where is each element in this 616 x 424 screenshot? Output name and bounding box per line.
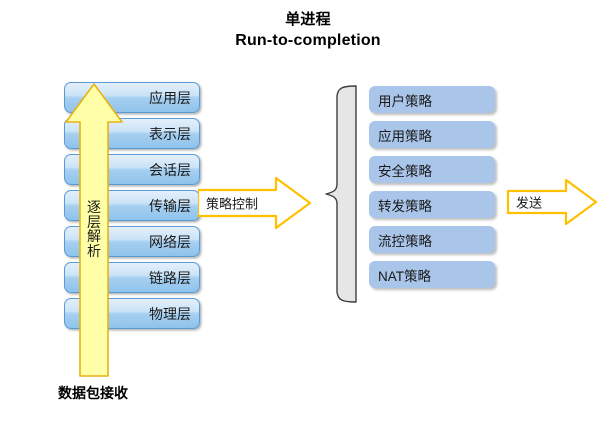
policy-control-arrow-icon: 策略控制 — [198, 176, 312, 230]
title-line-chinese: 单进程 — [285, 11, 331, 28]
up-arrow-char: 逐 — [87, 199, 101, 215]
policy-item-label: 用户策略 — [378, 93, 432, 109]
policy-item[interactable]: 安全策略 — [369, 156, 495, 183]
osi-layer-label: 物理层 — [149, 305, 191, 322]
page-title: 单进程 Run-to-completion — [0, 10, 616, 52]
policy-item[interactable]: 转发策略 — [369, 191, 495, 218]
policy-group-brace — [324, 84, 358, 304]
policy-item-label: 安全策略 — [378, 163, 432, 179]
osi-layer-label: 会话层 — [149, 161, 191, 178]
send-arrow-label: 发送 — [516, 195, 543, 211]
osi-layer-label: 传输层 — [149, 197, 191, 214]
packet-receive-caption: 数据包接收 — [58, 385, 128, 401]
policy-item[interactable]: 用户策略 — [369, 86, 495, 113]
policy-item[interactable]: 应用策略 — [369, 121, 495, 148]
osi-layer-label: 应用层 — [149, 89, 191, 106]
policy-item[interactable]: 流控策略 — [369, 226, 495, 253]
up-arrow-char: 层 — [87, 213, 101, 230]
title-line-english: Run-to-completion — [235, 32, 381, 50]
policy-item-label: NAT策略 — [378, 268, 431, 284]
policy-item-label: 转发策略 — [378, 198, 432, 214]
policy-list: 用户策略 应用策略 安全策略 转发策略 流控策略 NAT策略 — [369, 86, 495, 296]
osi-layer-label: 网络层 — [149, 233, 191, 250]
policy-item[interactable]: NAT策略 — [369, 261, 495, 288]
up-arrow-char: 解 — [87, 228, 101, 245]
up-arrow-icon: 逐 层 解 析 — [63, 82, 125, 378]
send-arrow-icon: 发送 — [506, 178, 598, 226]
policy-item-label: 应用策略 — [378, 128, 432, 144]
policy-item-label: 流控策略 — [378, 233, 432, 249]
up-arrow-label: 逐 层 解 析 — [63, 200, 125, 258]
policy-control-arrow-label: 策略控制 — [206, 196, 259, 212]
osi-layer-label: 表示层 — [149, 125, 191, 142]
osi-layer-label: 链路层 — [149, 269, 191, 286]
up-arrow-char: 析 — [87, 242, 101, 259]
